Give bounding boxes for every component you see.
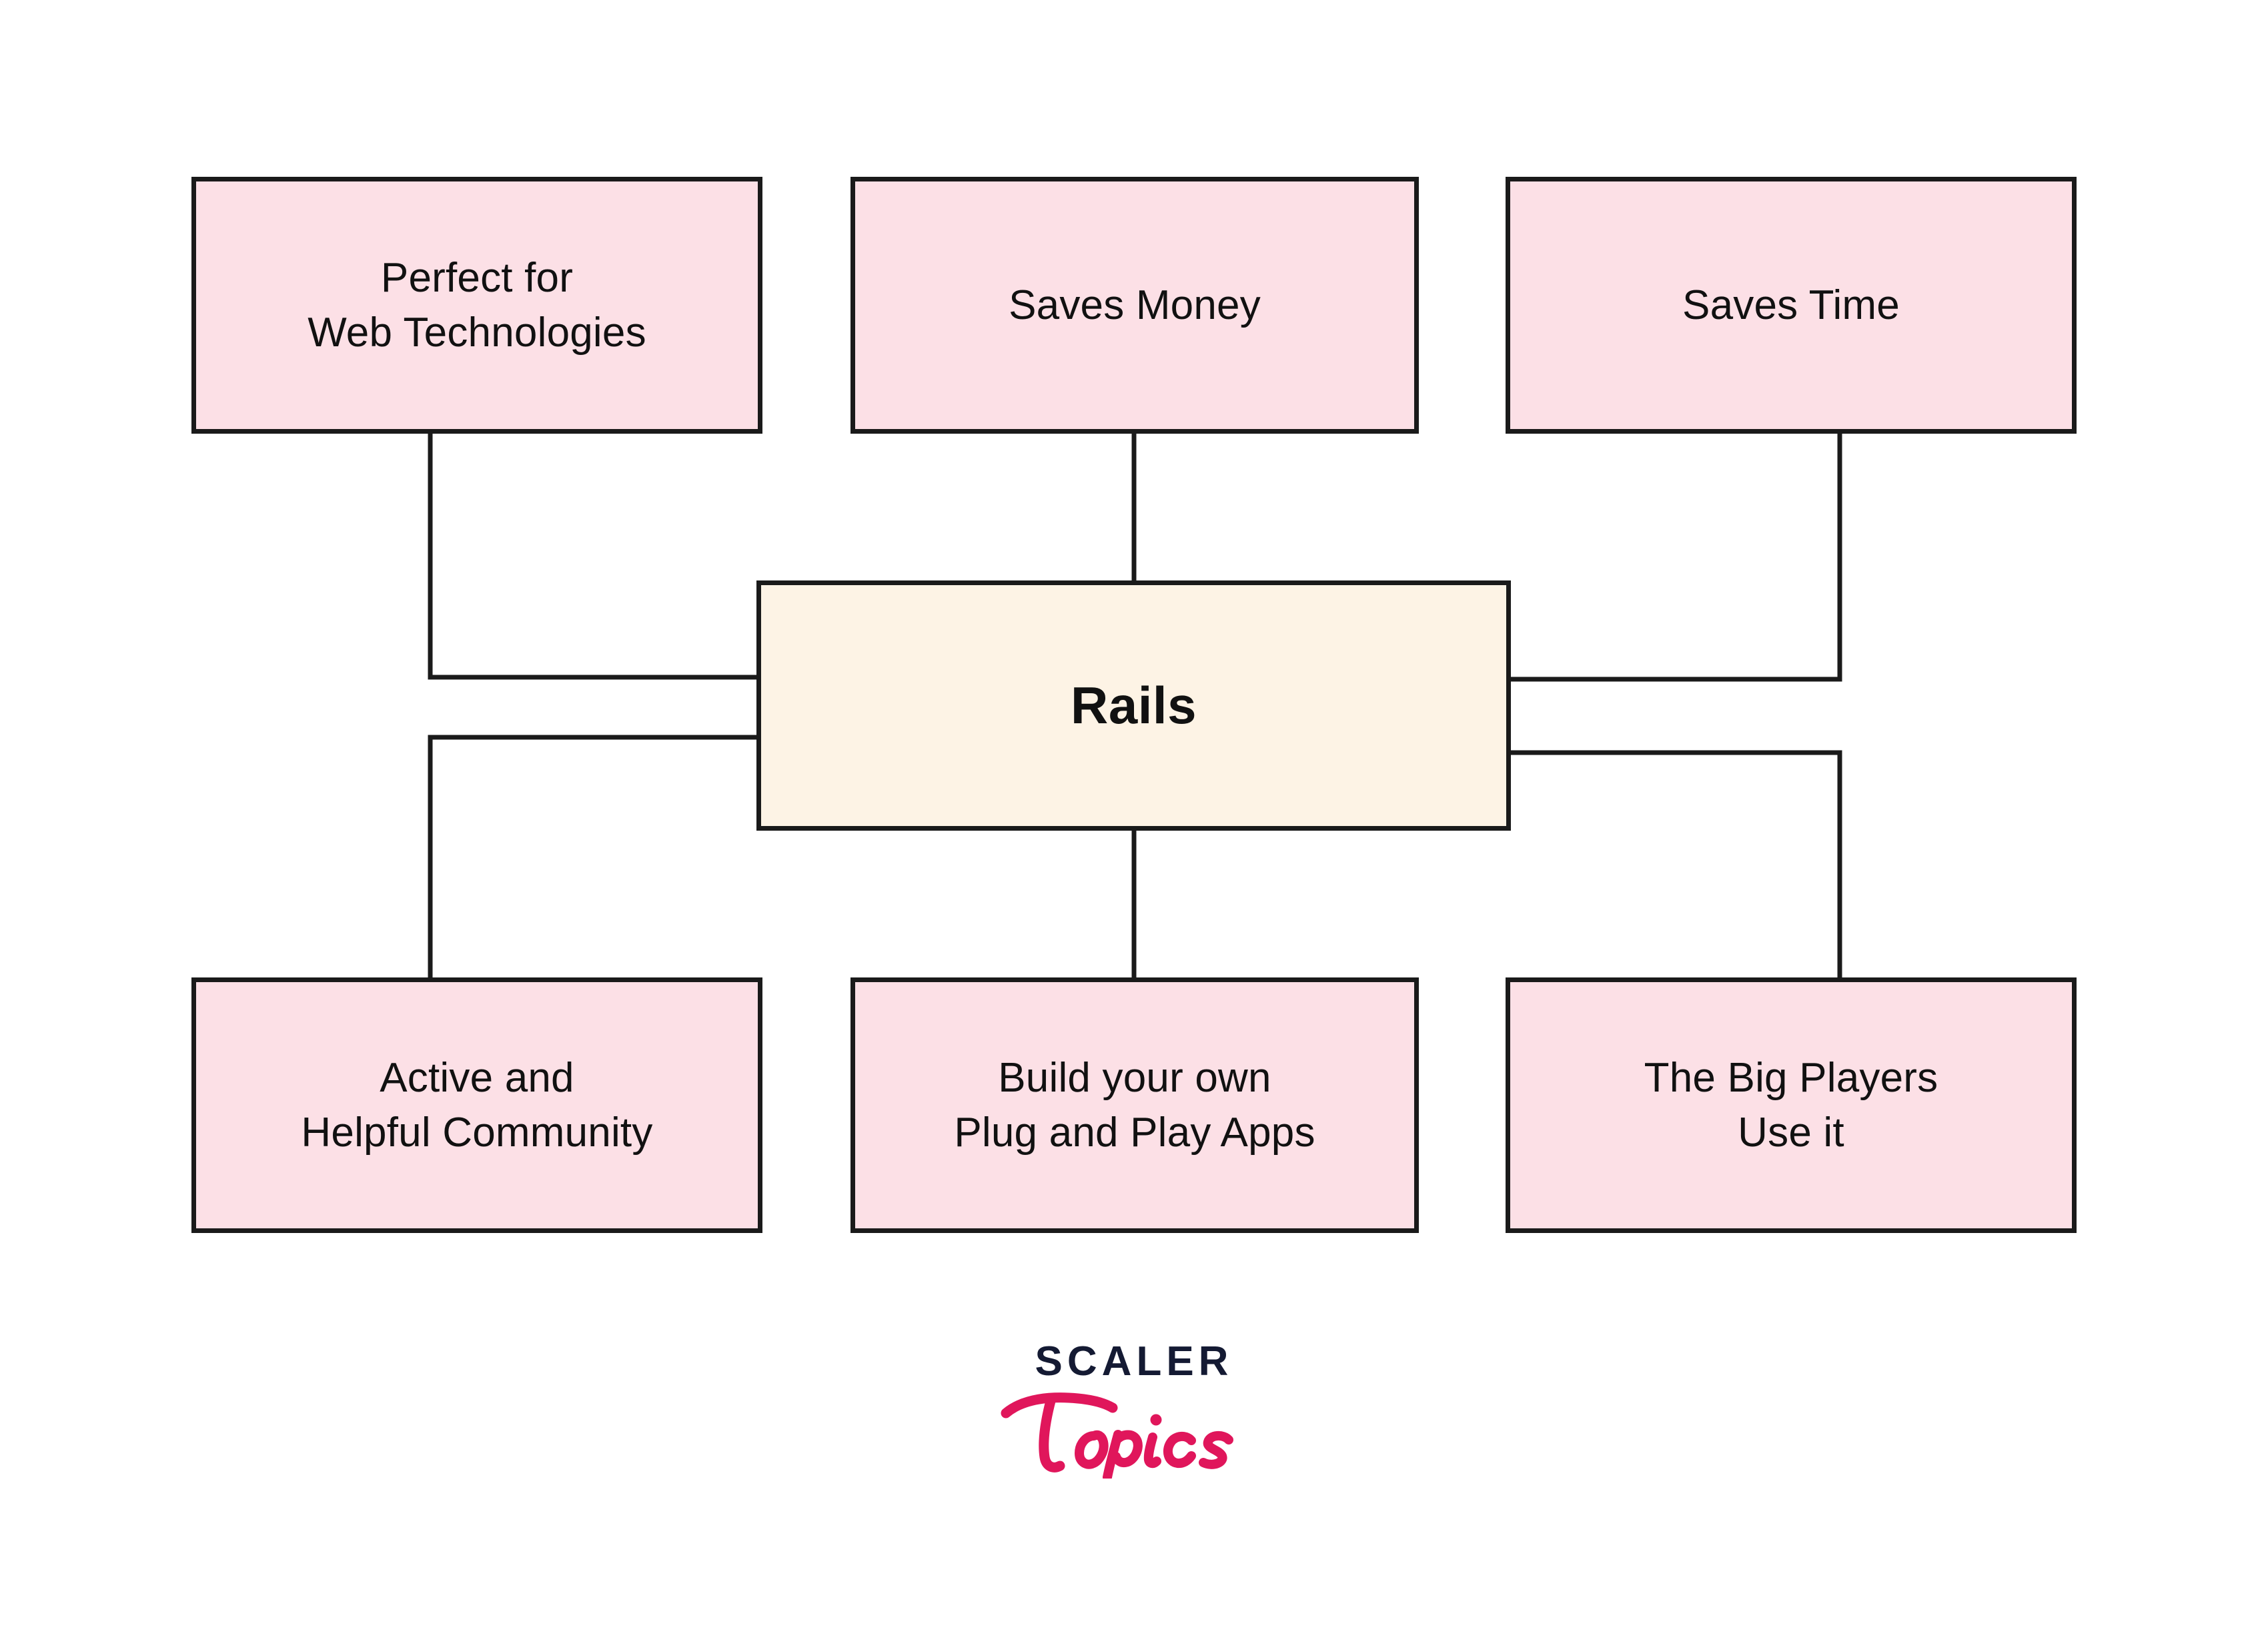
edge-saves-time-to-rails	[1511, 434, 1842, 682]
logo-script-wrap	[994, 1378, 1274, 1479]
node-web-tech-label: Perfect for Web Technologies	[308, 254, 646, 356]
node-rails-center[interactable]: Rails	[756, 580, 1511, 831]
logo-script-topics-icon	[1001, 1392, 1233, 1479]
scaler-topics-logo: SCALER	[941, 1341, 1327, 1515]
node-community[interactable]: Active and Helpful Community	[191, 977, 762, 1233]
node-big-players-label: The Big Players Use it	[1644, 1054, 1938, 1156]
node-web-tech[interactable]: Perfect for Web Technologies	[191, 177, 762, 434]
node-saves-money-label: Saves Money	[1009, 282, 1261, 328]
node-rails-label: Rails	[1071, 676, 1197, 735]
edge-big-players-to-rails	[1511, 750, 1842, 977]
edge-web-tech-to-rails	[428, 434, 756, 680]
logo-wordmark: SCALER	[1035, 1338, 1233, 1384]
node-saves-time-label: Saves Time	[1682, 282, 1900, 328]
node-saves-time[interactable]: Saves Time	[1506, 177, 2077, 434]
edge-community-to-rails	[428, 735, 756, 977]
node-big-players[interactable]: The Big Players Use it	[1506, 977, 2077, 1233]
node-community-label: Active and Helpful Community	[301, 1054, 653, 1156]
node-saves-money[interactable]: Saves Money	[851, 177, 1419, 434]
node-plug-play-label: Build your own Plug and Play Apps	[954, 1054, 1315, 1156]
node-plug-play[interactable]: Build your own Plug and Play Apps	[851, 977, 1419, 1233]
